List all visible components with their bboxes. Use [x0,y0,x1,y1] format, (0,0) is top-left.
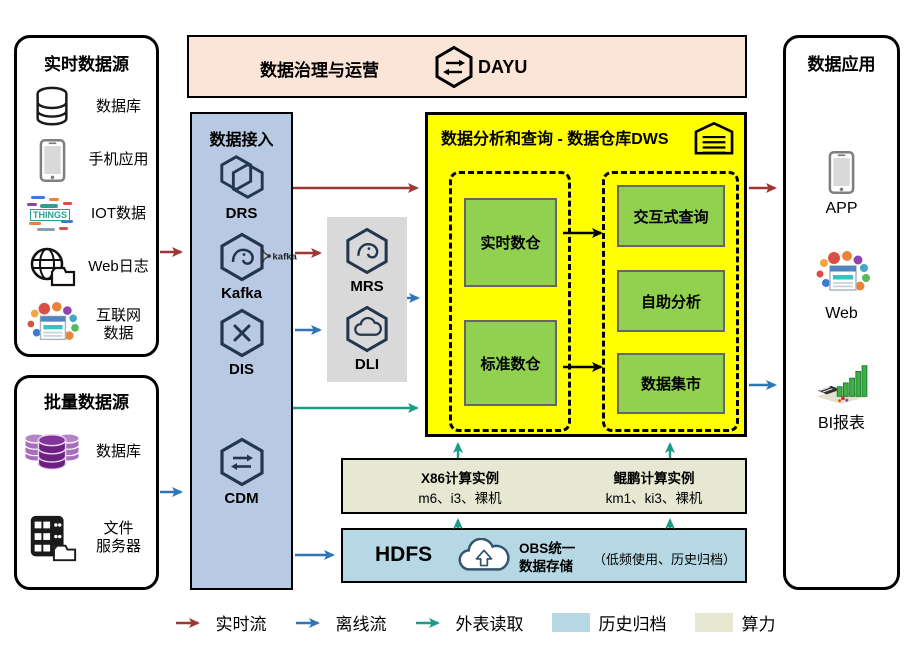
dws-box: 数据分析和查询 - 数据仓库DWS 实时数仓 标准数仓 交互式查询 自助分析 数… [425,112,747,437]
service-dli: DLI [327,305,407,373]
warehouse-icon [694,121,734,155]
source-item-label: 手机应用 [88,151,149,168]
storage-bar: HDFS OBS统一 数据存储 （低频使用、历史归档） [341,528,747,583]
warehouse-group: 实时数仓 标准数仓 [449,171,571,432]
obs-label: OBS统一 数据存储 [519,541,576,574]
source-item-batch-database: 数据库 [23,420,156,484]
bi-item: BI报表 [786,360,897,433]
applications-title: 数据应用 [807,55,876,74]
interactive-query-box: 交互式查询 [617,185,725,247]
self-analysis-box: 自助分析 [617,270,725,332]
source-item-internet: 互联网 数据 [23,295,156,355]
legend-compute: 算力 [694,610,776,635]
source-item-label: 互联网 数据 [95,307,141,342]
applications-panel: 数据应用 APP Web [783,35,900,590]
dli-icon [346,305,388,353]
web-log-icon [23,245,81,289]
purple-database-icon [23,424,81,480]
realtime-arrow-icon [175,617,200,628]
ingest-title: 数据接入 [209,132,274,149]
data-mart-box: 数据集市 [617,353,725,414]
compute-bar: X86计算实例 m6、i3、裸机 鲲鹏计算实例 km1、ki3、裸机 [341,458,747,514]
service-mrs: MRS [327,227,407,295]
app-icon [827,150,856,195]
source-item-label: 文件 服务器 [95,520,141,555]
dis-icon [219,308,264,358]
kunpeng-compute: 鲲鹏计算实例 km1、ki3、裸机 [605,471,703,506]
source-item-fileserver: 文件 服务器 [23,508,156,568]
kafka-logo: kafka [260,249,298,263]
source-item-label: 数据库 [95,443,141,460]
bi-report-icon [815,365,868,404]
archive-swatch [551,613,590,632]
file-server-icon [23,513,81,563]
service-cdm: CDM [192,437,291,507]
external-read-arrow-icon [415,617,440,628]
x86-compute: X86计算实例 m6、i3、裸机 [418,471,502,506]
governance-title: 数据治理与运营 [260,61,379,80]
service-drs: DRS [192,152,291,222]
governance-bar: 数据治理与运营 DAYU [187,35,747,98]
legend: 实时流 离线流 外表读取 历史归档 算力 [36,610,914,635]
dayu-label: DAYU [478,56,528,77]
legend-offline: 离线流 [295,610,387,635]
mrs-dli-box: MRS DLI [327,217,407,382]
web-item: Web [786,250,897,323]
obs-cloud-icon [458,538,510,571]
realtime-sources-title: 实时数据源 [44,55,129,74]
source-item-database: 数据库 [23,82,156,132]
service-dis: DIS [192,308,291,378]
realtime-sources-panel: 实时数据源 数据库 手机应用 [14,35,159,357]
batch-sources-panel: 批量数据源 [14,375,159,590]
query-group: 交互式查询 自助分析 数据集市 [602,171,739,432]
svg-text:kafka: kafka [273,252,298,263]
offline-arrow-icon [295,617,320,628]
database-icon [23,85,81,129]
mobile-app-icon [23,138,81,183]
compute-swatch [694,613,733,632]
web-icon [814,250,870,300]
iot-icon: THINGS [23,194,81,234]
drs-icon [219,155,264,199]
cdm-icon [219,437,264,487]
ingest-column: 数据接入 DRS Kafka kafka D [190,112,297,590]
source-item-label: 数据库 [95,98,141,115]
storage-note: （低频使用、历史归档） [593,552,737,567]
standard-warehouse-box: 标准数仓 [464,320,557,406]
legend-external-read: 外表读取 [415,610,524,635]
service-kafka: Kafka [192,232,291,302]
realtime-warehouse-box: 实时数仓 [464,198,557,287]
source-item-label: Web日志 [88,258,149,275]
hdfs-label: HDFS [375,543,433,566]
app-item: APP [786,150,897,218]
source-item-label: IOT数据 [91,205,146,222]
kafka-icon [219,232,264,282]
dws-title: 数据分析和查询 - 数据仓库DWS [441,131,669,148]
internet-data-icon [23,301,81,349]
legend-realtime: 实时流 [175,610,267,635]
source-item-weblog: Web日志 [23,242,156,292]
source-item-iot: THINGS IOT数据 [23,189,156,239]
dayu-icon [435,45,473,89]
legend-archive: 历史归档 [551,610,667,635]
batch-sources-title: 批量数据源 [44,393,129,412]
source-item-mobile: 手机应用 [23,135,156,185]
mrs-icon [346,227,388,275]
